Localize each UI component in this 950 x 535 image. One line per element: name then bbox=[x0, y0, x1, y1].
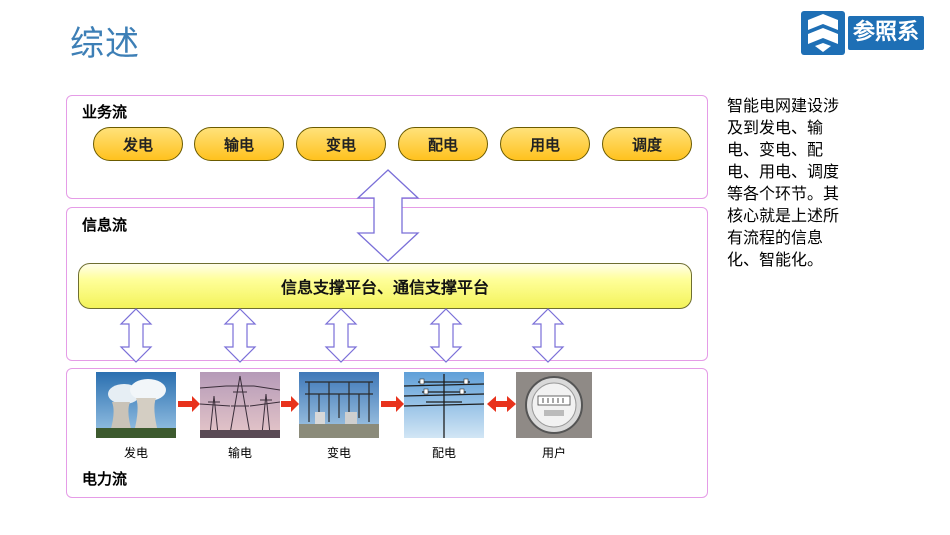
flow-arrow-icon-4 bbox=[487, 396, 516, 412]
substation-image bbox=[299, 372, 379, 438]
double-arrow-icon-2 bbox=[223, 308, 257, 363]
double-arrow-icon-5 bbox=[531, 308, 565, 363]
logo-text: 参照系 bbox=[848, 16, 925, 50]
double-arrow-icon-4 bbox=[429, 308, 463, 363]
info-flow-label: 信息流 bbox=[82, 216, 128, 234]
flow-arrow-icon-3 bbox=[381, 396, 404, 412]
support-platform-bar: 信息支撑平台、通信支撑平台 bbox=[78, 263, 692, 309]
transmission-tower-image bbox=[200, 372, 280, 438]
stage-label-transmission: 输电 bbox=[227, 446, 252, 460]
business-item-consumption: 用电 bbox=[500, 127, 590, 161]
business-flow-label: 业务流 bbox=[82, 103, 128, 121]
flow-arrow-icon-1 bbox=[178, 396, 200, 412]
double-arrow-icon-3 bbox=[324, 308, 358, 363]
brand-logo: 参照系 bbox=[800, 10, 930, 56]
business-item-dispatch: 调度 bbox=[602, 127, 692, 161]
power-flow-label: 电力流 bbox=[82, 470, 128, 488]
description-text: 智能电网建设涉及到发电、输电、变电、配电、用电、调度等各个环节。其核心就是上述所… bbox=[727, 96, 840, 269]
double-arrow-icon-1 bbox=[119, 308, 153, 363]
stage-label-user: 用户 bbox=[541, 446, 566, 460]
business-item-distribution: 配电 bbox=[398, 127, 488, 161]
slide-title: 综述 bbox=[70, 24, 140, 64]
distribution-pole-image bbox=[404, 372, 484, 438]
stage-label-generation: 发电 bbox=[123, 446, 148, 460]
power-plant-image bbox=[96, 372, 176, 438]
big-double-arrow-icon bbox=[356, 169, 420, 262]
flow-arrow-icon-2 bbox=[281, 396, 299, 412]
logo-mark-icon bbox=[801, 11, 845, 55]
business-item-transmission: 输电 bbox=[194, 127, 284, 161]
stage-label-transformation: 变电 bbox=[326, 446, 351, 460]
business-item-generation: 发电 bbox=[93, 127, 183, 161]
stage-label-distribution: 配电 bbox=[431, 446, 456, 460]
business-item-transformation: 变电 bbox=[296, 127, 386, 161]
electric-meter-image bbox=[516, 372, 592, 438]
